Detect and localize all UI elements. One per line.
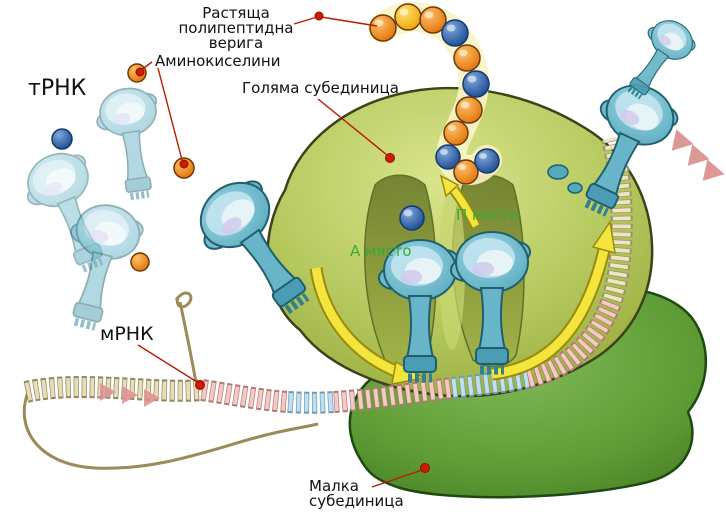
pointer-lines — [137, 16, 423, 488]
bead-highlights — [374, 8, 487, 170]
peptide-exit-arrow — [439, 174, 481, 229]
label-growing-chain-line1: Растяща — [202, 4, 270, 22]
label-mrna: мРНК — [100, 323, 154, 345]
amino-acid-bead — [51, 128, 73, 150]
label-large-subunit: Голяма субединица — [242, 79, 399, 97]
label-trna: тРНК — [28, 76, 87, 101]
trna-fragment — [547, 164, 569, 180]
label-small-subunit-line1: Малка — [309, 477, 359, 495]
trna-fragment — [567, 182, 583, 194]
trna-molecule-faded-1 — [93, 85, 169, 200]
bead-highlight — [403, 209, 413, 217]
label-growing-chain-line2: полипептидна — [178, 19, 293, 37]
label-a-site: А място — [350, 242, 412, 260]
label-p-site: П място — [456, 206, 519, 224]
mrna-direction-chevrons-right — [671, 129, 725, 181]
mrna-strand — [23, 135, 633, 414]
pointer-dots — [135, 11, 430, 473]
translocation-arrow-right — [491, 220, 616, 381]
label-amino-acids: Аминокиселини — [155, 52, 281, 70]
label-small-subunit-line2: субединица — [309, 492, 404, 510]
mrna-direction-chevrons-left — [100, 383, 160, 407]
amino-acid-bead-a-site — [399, 205, 425, 231]
amino-acid-bead — [130, 252, 150, 272]
polypeptide-chain — [368, 2, 502, 186]
label-growing-chain-line3: верига — [209, 34, 263, 52]
